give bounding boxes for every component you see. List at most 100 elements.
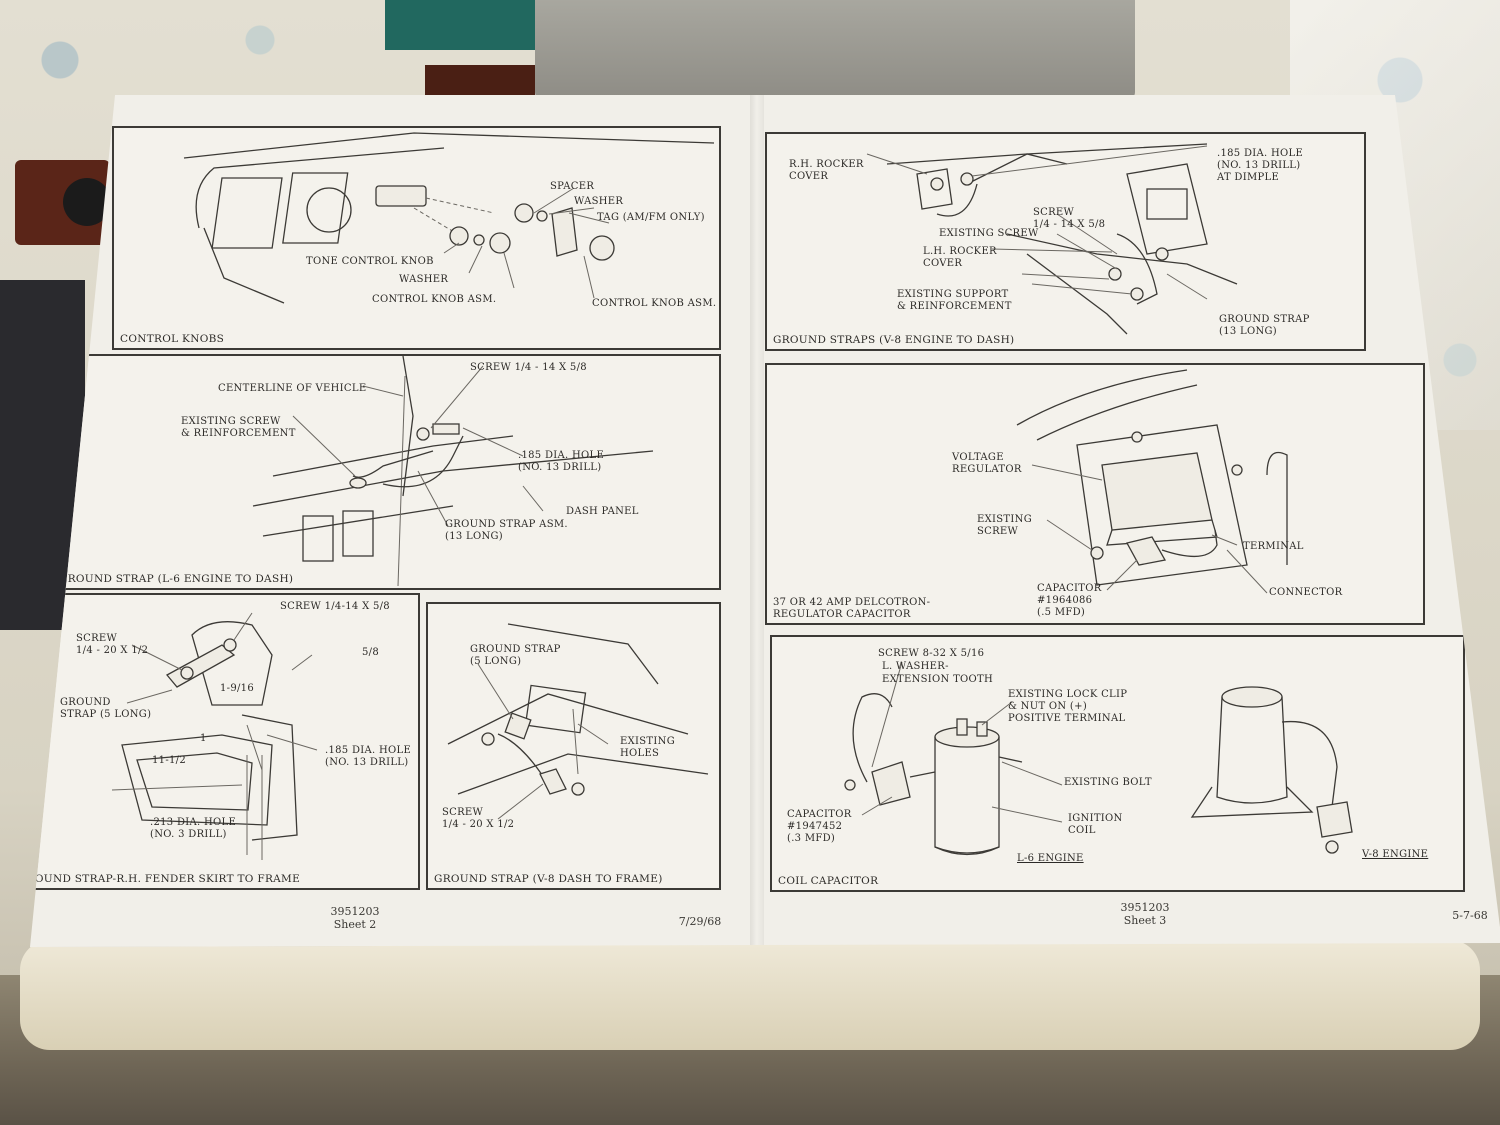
label-ground: GROUND [60,697,111,708]
label-ground-strap: GROUND STRAP [470,644,561,655]
panel-ground-strap-l6: SCREW 1/4 - 14 X 5/8 CENTERLINE OF VEHIC… [51,354,721,590]
label-extension-tooth: EXTENSION TOOTH [882,674,994,685]
label-holes: HOLES [620,748,660,759]
label-strap-5-long: STRAP (5 LONG) [60,709,152,720]
label-existing-lock-clip: EXISTING LOCK CLIP [1008,689,1128,700]
footer-right-date: 5-7-68 [1452,909,1488,922]
radio-chassis [535,0,1135,100]
label-strap-5-long: (5 LONG) [470,656,522,667]
label-dash-panel: DASH PANEL [566,506,639,517]
label-rh-cover: COVER [789,171,829,182]
label-dim-1-9-16: 1-9/16 [220,683,254,694]
footer-left-part: 3951203 Sheet 2 [315,905,395,931]
label-dimple: AT DIMPLE [1217,172,1280,183]
label-existing-screw: EXISTING SCREW [939,228,1039,239]
caption-control-knobs: CONTROL KNOBS [120,333,225,345]
label-hole: .185 DIA. HOLE [518,450,605,461]
caption-delcotron-line2: REGULATOR CAPACITOR [773,609,911,620]
caption-ground-strap-l6: GROUND STRAP (L-6 ENGINE TO DASH) [59,573,294,585]
label-terminal: TERMINAL [1243,541,1304,552]
label-capacitor-number: #1964086 [1037,595,1093,606]
label-washer: WASHER [399,274,449,285]
label-existing-support: EXISTING SUPPORT [897,289,1009,300]
label-rh-rocker: R.H. ROCKER [789,159,864,170]
label-hole-213: .213 DIA. HOLE [150,817,237,828]
caption-ground-straps-v8-dash: GROUND STRAPS (V-8 ENGINE TO DASH) [773,334,1015,346]
footer-right-part: 3951203 Sheet 3 [1105,901,1185,927]
label-capacitor-number: #1947452 [787,821,843,832]
label-ground-strap-asm: GROUND STRAP ASM. [445,519,568,530]
label-voltage: VOLTAGE [952,452,1004,463]
label-lh-rocker: L.H. ROCKER [923,246,997,257]
part-number: 3951203 [1120,901,1170,914]
label-drill-3: (NO. 3 DRILL) [150,829,227,840]
panel-delcotron-capacitor: VOLTAGE REGULATOR EXISTING SCREW TERMINA… [765,363,1425,625]
label-screw: SCREW [1033,207,1075,218]
label-spacer: SPACER [550,181,595,192]
label-positive-terminal: POSITIVE TERMINAL [1008,713,1126,724]
label-connector: CONNECTOR [1269,587,1343,598]
panel-ground-straps-v8-dash: R.H. ROCKER COVER .185 DIA. HOLE (NO. 13… [765,132,1366,351]
label-screw: SCREW 8-32 X 5/16 [878,648,985,659]
center-fold [750,95,764,947]
caption-ground-strap-fender: GROUND STRAP-R.H. FENDER SKIRT TO FRAME [18,873,301,885]
label-capacitor-rating: (.5 MFD) [1037,607,1086,618]
label-control-knob-asm-right: CONTROL KNOB ASM. [592,298,717,309]
label-regulator: REGULATOR [952,464,1022,475]
label-screw-left: SCREW [76,633,118,644]
label-existing-screw: SCREW [977,526,1019,537]
sheet-number: Sheet 2 [333,918,377,931]
ground-straps-v8-dash-drawing [866,143,1238,335]
radio-box-edge [385,0,535,50]
coil-capacitor-drawing [844,661,1353,856]
label-screw: SCREW [442,807,484,818]
label-existing: EXISTING [977,514,1032,525]
label-drill: (NO. 13 DRILL) [518,462,602,473]
caption-ground-strap-v8-frame: GROUND STRAP (V-8 DASH TO FRAME) [434,873,663,885]
label-capacitor-rating: (.3 MFD) [787,833,836,844]
label-lock-washer: L. WASHER- [882,661,949,672]
delcotron-capacitor-drawing [1016,369,1288,594]
label-screw-size: 1/4 - 14 X 5/8 [1033,219,1106,230]
label-lh-cover: COVER [923,258,963,269]
ground-strap-l6-drawing [252,356,654,587]
label-nut-positive: & NUT ON (+) [1008,701,1088,712]
wood-bezel [15,160,111,245]
label-ignition: IGNITION [1068,813,1123,824]
label-existing-bolt: EXISTING BOLT [1064,777,1152,788]
label-coil: COIL [1068,825,1096,836]
label-screw-top: SCREW 1/4-14 X 5/8 [280,601,390,612]
panel-coil-capacitor: SCREW 8-32 X 5/16 L. WASHER- EXTENSION T… [770,635,1465,892]
label-control-knob-asm-left: CONTROL KNOB ASM. [372,294,497,305]
label-centerline: CENTERLINE OF VEHICLE [218,383,367,394]
part-number: 3951203 [330,905,380,918]
sheet-number: Sheet 3 [1123,914,1167,927]
caption-delcotron-line1: 37 OR 42 AMP DELCOTRON- [773,597,931,608]
ground-strap-fender-drawing [111,612,318,860]
label-drill: (NO. 13 DRILL) [1217,160,1301,171]
label-dim-11-1-2: 11-1/2 [152,755,186,766]
label-reinforcement: & REINFORCEMENT [181,428,296,439]
label-hole: .185 DIA. HOLE [1217,148,1304,159]
label-existing-screw: EXISTING SCREW [181,416,281,427]
label-strap-13-long: (13 LONG) [1219,326,1277,337]
panel-ground-strap-v8-frame: GROUND STRAP (5 LONG) EXISTING HOLES SCR… [426,602,721,890]
label-capacitor: CAPACITOR [1037,583,1102,594]
label-tone-control-knob: TONE CONTROL KNOB [306,256,434,267]
label-screw-left-size: 1/4 - 20 X 1/2 [76,645,149,656]
panel-control-knobs: SPACER WASHER TAG (AM/FM ONLY) TONE CONT… [112,126,721,350]
label-capacitor: CAPACITOR [787,809,852,820]
label-strap-length: (13 LONG) [445,531,503,542]
label-v8-engine: V-8 ENGINE [1362,849,1429,860]
wood-trim-piece [425,65,535,97]
label-screw: SCREW 1/4 - 14 X 5/8 [470,362,587,373]
caption-coil-capacitor: COIL CAPACITOR [778,875,879,887]
label-support-reinforcement: & REINFORCEMENT [897,301,1012,312]
label-washer-top: WASHER [574,196,624,207]
label-ground-strap: GROUND STRAP [1219,314,1310,325]
instruction-sheet: SPACER WASHER TAG (AM/FM ONLY) TONE CONT… [30,95,1500,947]
label-tag: TAG (AM/FM ONLY) [597,212,705,223]
control-knobs-drawing [183,132,715,304]
label-existing: EXISTING [620,736,675,747]
panel-ground-strap-fender: SCREW 1/4-14 X 5/8 SCREW 1/4 - 20 X 1/2 … [18,593,420,890]
